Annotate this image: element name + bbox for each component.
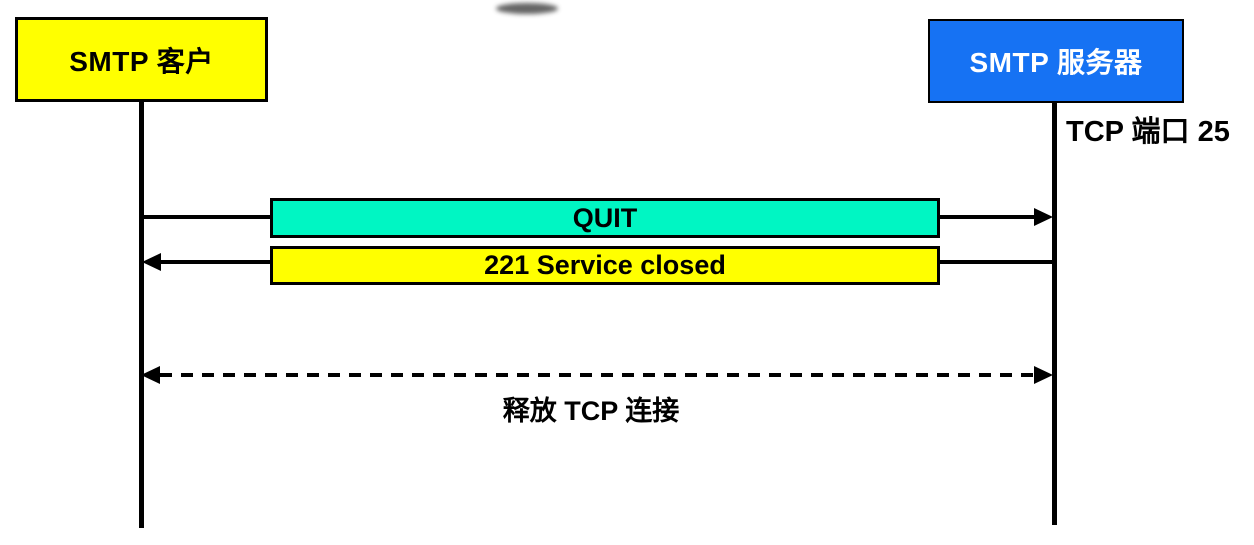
arrow-left-icon (141, 366, 160, 384)
actor-client-box: SMTP 客户 (15, 17, 268, 102)
arrow-right-icon (1034, 208, 1053, 226)
smudge-ellipse (496, 3, 558, 14)
server-lifeline (1052, 102, 1057, 525)
reply-message-label: 221 Service closed (484, 250, 726, 280)
arrow-left-icon (142, 253, 161, 271)
quit-message-label: QUIT (572, 202, 638, 233)
tcp-port-label: TCP 端口 25 (1066, 116, 1230, 148)
reply-message-box: 221 Service closed (270, 246, 940, 285)
actor-server-box: SMTP 服务器 (928, 19, 1184, 103)
release-tcp-label: 释放 TCP 连接 (502, 396, 680, 426)
actor-client-label: SMTP 客户 (69, 45, 214, 77)
release-dashed-line (160, 373, 1036, 377)
quit-message-box: QUIT (270, 198, 940, 238)
actor-server-label: SMTP 服务器 (969, 47, 1143, 78)
client-lifeline (139, 101, 144, 528)
arrow-right-icon (1034, 366, 1053, 384)
